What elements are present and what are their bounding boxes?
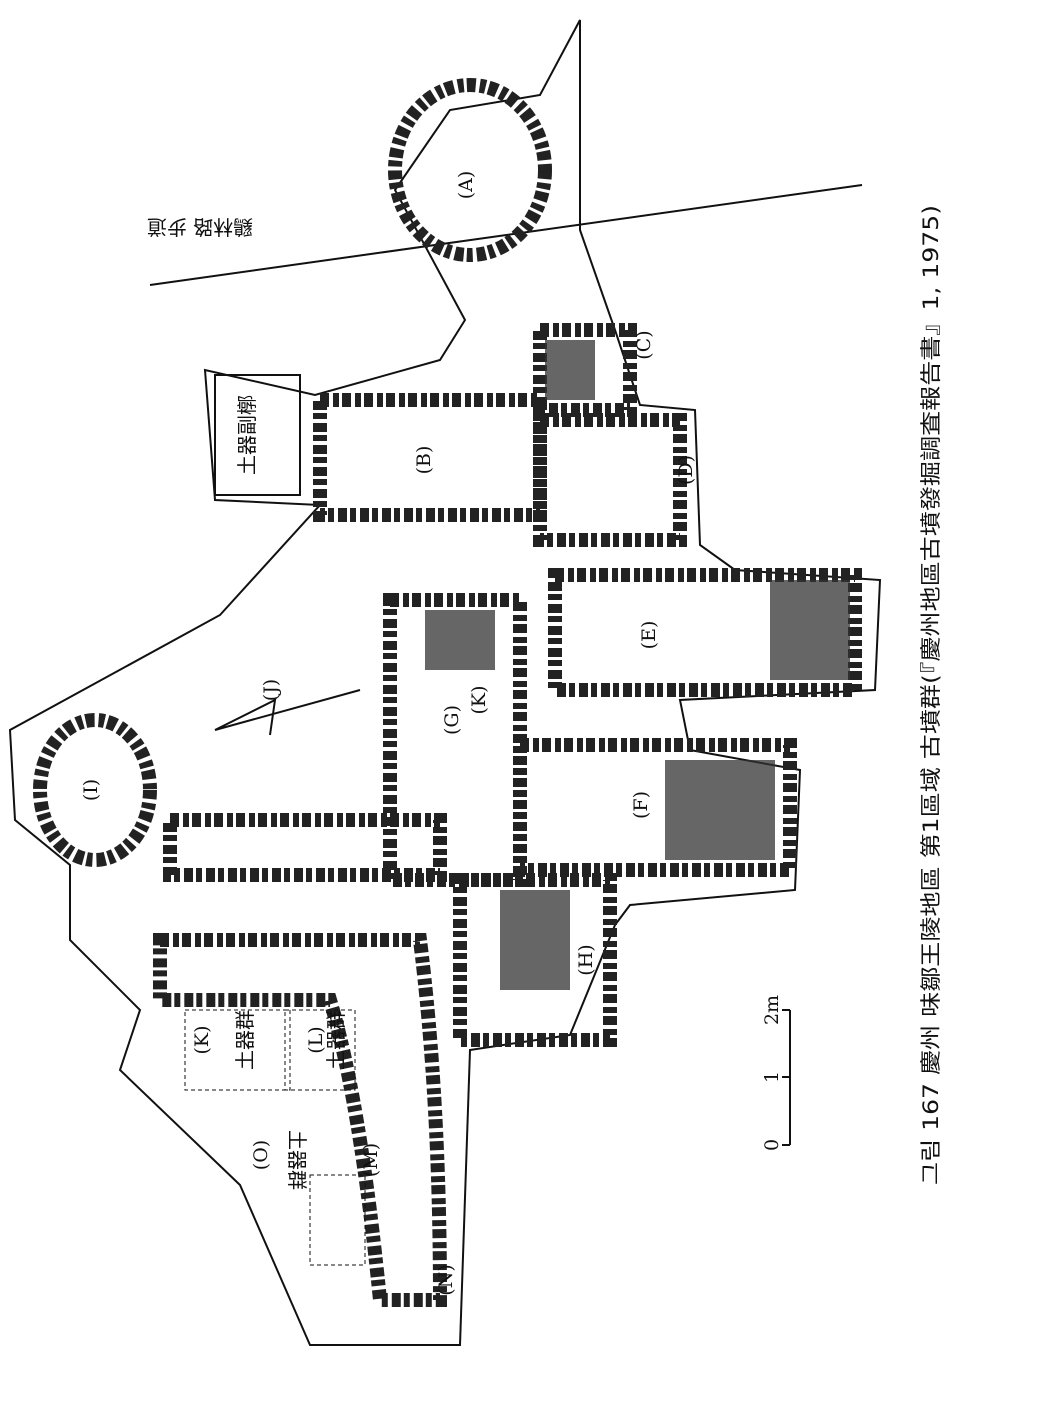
label-o: (O) [250,1140,272,1170]
scale-tick-2: 2m [761,995,783,1025]
tomb-m [153,933,448,1307]
north-arrow [214,689,361,736]
label-j: (J) [260,679,282,701]
label-d: (D) [675,455,697,485]
label-a: (A) [455,171,477,200]
pottery-cluster [665,760,775,860]
pottery-group-m-box [309,1174,366,1266]
pottery-cluster [545,340,595,400]
tomb-e [548,568,862,697]
label-m: (M) [360,1143,382,1177]
tomb-i-wall [163,813,447,882]
label-i: (I) [80,779,102,801]
tomb-b [313,393,547,522]
pottery-group-l-label: 土器群 [324,1010,348,1070]
pottery-cluster [770,580,850,680]
scale-tick-0: 0 [761,1139,783,1151]
tomb-c [533,323,637,417]
scale-bar: 0 1 2m [761,995,791,1151]
label-g: (G) [441,705,463,735]
pottery-group-m-label: 土器群 [285,1130,309,1190]
tomb-d [533,413,687,547]
label-f: (F) [630,791,652,819]
label-k: (K) [191,1025,213,1054]
label-l: (L) [305,1026,327,1053]
label-b: (B) [413,446,435,475]
pottery-group-l-box [284,1009,356,1091]
pottery-cluster [425,610,495,670]
figure-caption: 그림 167 慶州 味鄒王陵地區 第1區域 古墳群(『慶州地區古墳發掘調査報告書… [919,205,943,1185]
tomb-h [453,873,617,1047]
label-n: (N) [435,1264,457,1295]
tomb-labels: (A) (B) (C) (D) (E) (F) (G) (H) (I) (J) … [80,171,697,1296]
pottery-cluster [500,890,570,990]
scale-tick-1: 1 [761,1071,783,1083]
label-e: (E) [638,621,660,650]
label-h: (H) [575,944,597,975]
pottery-compartment-label: 土器副槨 [235,395,259,475]
tomb-a [388,78,552,262]
pottery-group-k-label: 土器群 [233,1010,257,1070]
label-c: (C) [633,330,655,359]
pottery-compartment-box [214,374,301,496]
road-label: 鷄林路 步道 [147,215,253,239]
site-outline [8,19,882,1346]
road-line [149,184,863,286]
pottery-group-k-box [184,1009,291,1091]
tomb-i [33,713,157,867]
label-k-upper: (K) [468,685,490,714]
